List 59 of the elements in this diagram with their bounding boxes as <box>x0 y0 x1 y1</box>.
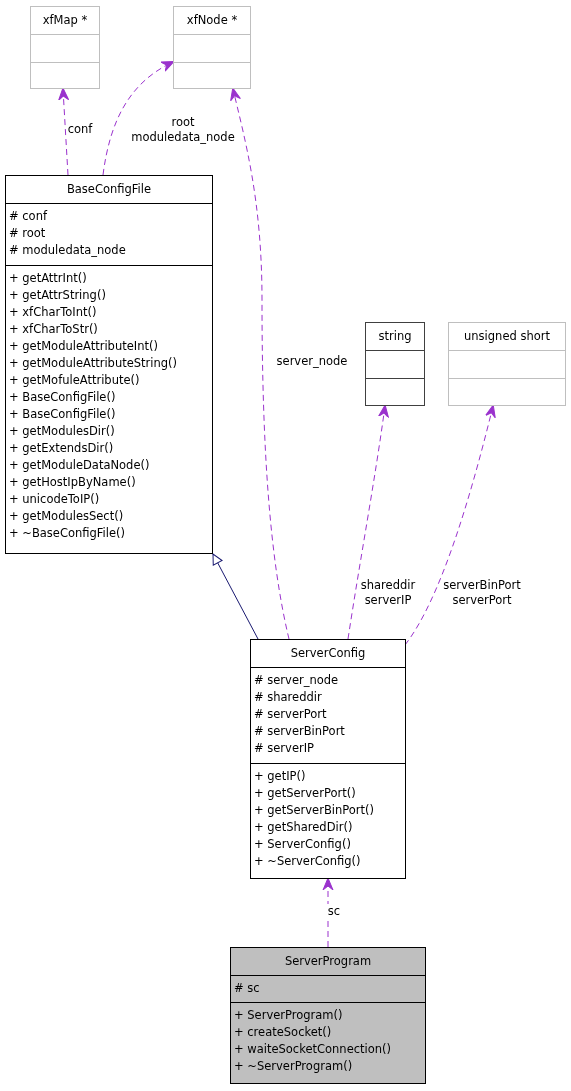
member-text: + getHostIpByName() <box>9 474 137 491</box>
member-text: # serverBinPort <box>254 723 346 740</box>
class-name: ServerProgram <box>284 952 372 970</box>
member-text: + ServerProgram() <box>234 1007 344 1024</box>
member-text: + waiteSocketConnection() <box>234 1041 393 1058</box>
member-text: + getServerPort() <box>254 785 357 802</box>
member-text: # shareddir <box>254 689 323 706</box>
dependency-arrow <box>322 877 334 948</box>
member-text: + xfCharToStr() <box>9 321 99 338</box>
dependency-arrow <box>58 87 70 176</box>
class-name: xfNode * <box>186 11 238 29</box>
class-box <box>173 6 251 89</box>
member-text: + getExtendsDir() <box>9 440 115 457</box>
member-text: + getAttrString() <box>9 287 107 304</box>
member-text: + getSharedDir() <box>254 819 354 836</box>
edge-label: root moduledata_node <box>130 115 236 145</box>
member-text: + getModuleDataNode() <box>9 457 151 474</box>
member-text: # server_node <box>254 672 340 689</box>
member-text: # sc <box>234 980 261 997</box>
member-text: + getMofuleAttribute() <box>9 372 141 389</box>
class-name: xfMap * <box>42 11 88 29</box>
class-box <box>448 322 566 406</box>
member-text: + getModuleAttributeInt() <box>9 338 159 355</box>
class-name: string <box>378 327 412 345</box>
member-text: + unicodeToIP() <box>9 491 101 508</box>
class-box <box>365 322 425 406</box>
edge-label: sc <box>326 904 342 919</box>
inheritance-arrow <box>212 553 259 640</box>
member-text: + createSocket() <box>234 1024 333 1041</box>
member-text: + ~ServerConfig() <box>254 853 362 870</box>
member-text: + getIP() <box>254 768 307 785</box>
member-text: # root <box>9 225 47 242</box>
class-box <box>30 6 100 89</box>
class-name: ServerConfig <box>290 644 366 662</box>
member-text: + getAttrInt() <box>9 270 88 287</box>
member-text: + ~BaseConfigFile() <box>9 525 127 542</box>
dependency-arrow <box>347 404 389 640</box>
member-text: + getModuleAttributeString() <box>9 355 179 372</box>
member-text: + xfCharToInt() <box>9 304 98 321</box>
member-text: + BaseConfigFile() <box>9 406 117 423</box>
dependency-arrow <box>404 404 496 646</box>
dependency-arrow <box>230 87 290 640</box>
member-text: # serverPort <box>254 706 328 723</box>
member-text: + getServerBinPort() <box>254 802 376 819</box>
edge-label: server_node <box>275 354 349 369</box>
member-text: + ServerConfig() <box>254 836 352 853</box>
class-name: BaseConfigFile <box>66 180 152 198</box>
member-text: + ~ServerProgram() <box>234 1058 354 1075</box>
member-text: # conf <box>9 208 49 225</box>
member-text: + getModulesSect() <box>9 508 125 525</box>
class-box <box>5 175 213 554</box>
member-text: + getModulesDir() <box>9 423 116 440</box>
class-name: unsigned short <box>464 327 550 345</box>
class-box <box>230 947 426 1084</box>
member-text: # moduledata_node <box>9 242 127 259</box>
member-text: # serverIP <box>254 740 316 757</box>
member-text: + BaseConfigFile() <box>9 389 117 406</box>
class-box <box>250 639 406 879</box>
dependency-arrow <box>102 61 175 176</box>
